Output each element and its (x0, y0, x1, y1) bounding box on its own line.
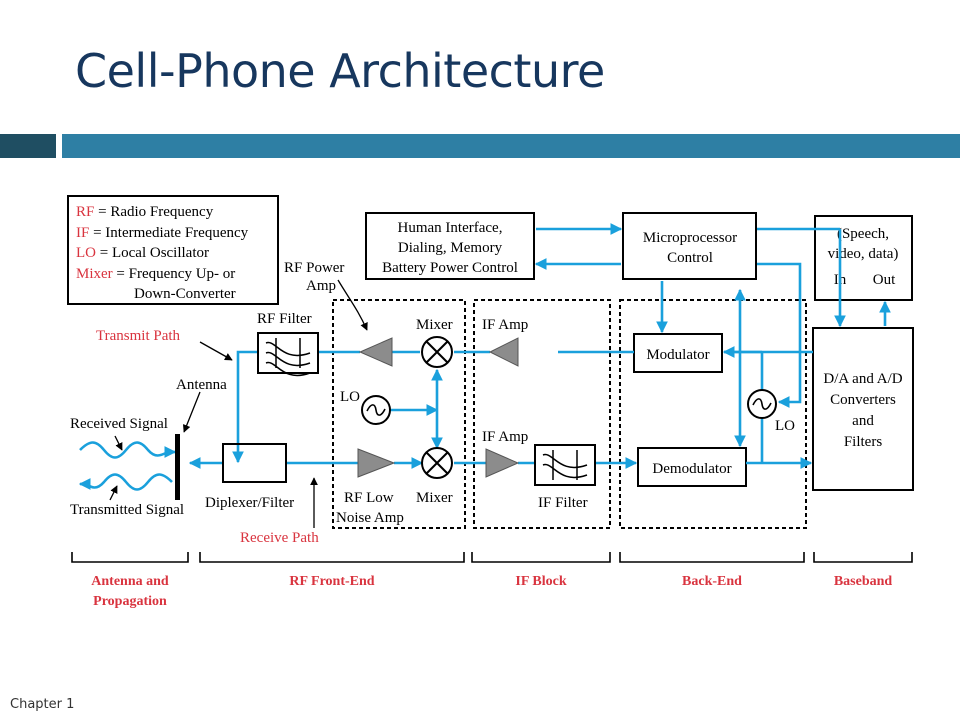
rf-low-noise-amp-label: RF Low (344, 490, 394, 506)
legend-box: RF = Radio Frequency IF = Intermediate F… (67, 195, 279, 305)
section-rf-front-end-label: RF Front-End (289, 574, 374, 589)
section-if-block-label: IF Block (515, 574, 566, 589)
mixer-tx-icon (421, 336, 453, 368)
if-amp-top-label: IF Amp (482, 317, 528, 333)
section-frames (332, 299, 807, 529)
received-signal-label: Received Signal (70, 416, 168, 432)
converters-block: D/A and A/D Converters and Filters (812, 327, 914, 491)
if-block-frame (473, 299, 611, 529)
svg-text:Control: Control (667, 250, 713, 266)
antenna-pointer (182, 391, 201, 433)
section-brackets (71, 552, 913, 563)
transmitted-signal-wave (85, 473, 173, 491)
lo-right-label: LO (775, 418, 795, 434)
svg-text:Human Interface,: Human Interface, (398, 220, 503, 236)
svg-text:Microprocessor: Microprocessor (643, 230, 737, 246)
rf-power-amp-label: RF Power (284, 260, 344, 276)
rf-low-noise-amp-label-2: Noise Amp (336, 510, 404, 526)
if-filter-label: IF Filter (538, 495, 588, 511)
rf-power-amp-pointer (337, 279, 368, 331)
slide-title: Cell-Phone Architecture (75, 44, 605, 98)
header-bar (62, 134, 960, 158)
lo-left-label: LO (340, 389, 360, 405)
antenna-bar (175, 434, 180, 500)
section-baseband-label: Baseband (834, 574, 893, 589)
human-interface-block: Human Interface, Dialing, Memory Battery… (365, 212, 535, 280)
receive-path-label: Receive Path (240, 530, 319, 546)
legend-row-continuation: Down-Converter (134, 286, 236, 302)
rf-power-amp-label-2: Amp (306, 278, 336, 294)
legend-row-lo: LO = Local Oscillator (76, 245, 209, 261)
received-signal-pointer (114, 435, 123, 451)
antenna-label: Antenna (176, 377, 227, 393)
section-back-end-label: Back-End (682, 574, 742, 589)
transmit-path-label: Transmit Path (96, 328, 181, 344)
local-oscillator-left-icon (361, 395, 391, 425)
if-amp-rx-icon (485, 448, 520, 478)
svg-text:Out: Out (873, 272, 896, 288)
svg-text:Modulator: Modulator (646, 347, 709, 363)
svg-text:Converters: Converters (830, 392, 896, 408)
legend-row-rf: RF = Radio Frequency (76, 204, 214, 220)
transmit-path-pointer (199, 341, 233, 361)
if-amp-bottom-label: IF Amp (482, 429, 528, 445)
slide-footer: Chapter 1 (10, 697, 75, 712)
received-signal-wave (79, 441, 169, 459)
svg-text:Demodulator: Demodulator (652, 461, 731, 477)
svg-text:D/A and A/D: D/A and A/D (823, 371, 902, 387)
if-filter-block (534, 444, 596, 486)
header-bar-accent (0, 134, 56, 158)
mixer-top-label: Mixer (416, 317, 453, 333)
if-amp-tx-icon (488, 337, 519, 367)
rf-power-amp-icon (358, 337, 393, 367)
svg-text:Dialing, Memory: Dialing, Memory (398, 240, 503, 256)
mixer-rx-icon (421, 447, 453, 479)
demodulator-block: Demodulator (637, 447, 747, 487)
diplexer-block (222, 443, 287, 483)
transmitted-signal-pointer (109, 485, 118, 501)
microprocessor-block: Microprocessor Control (622, 212, 757, 280)
diplexer-label: Diplexer/Filter (205, 495, 294, 511)
back-end-frame (619, 299, 807, 529)
rf-filter-label: RF Filter (257, 311, 312, 327)
legend-row-mixer: Mixer = Frequency Up- or (76, 266, 235, 282)
svg-text:(Speech,: (Speech, (837, 226, 889, 242)
svg-text:video, data): video, data) (828, 246, 899, 262)
svg-text:and: and (852, 413, 874, 429)
modulator-block: Modulator (633, 333, 723, 373)
local-oscillator-right-icon (747, 389, 777, 419)
legend-row-if: IF = Intermediate Frequency (76, 225, 249, 241)
transmitted-signal-label: Transmitted Signal (70, 502, 184, 518)
section-antenna-label: Antenna and (91, 574, 169, 589)
signal-lines (78, 223, 891, 491)
rf-low-noise-amp-icon (357, 448, 396, 478)
rf-filter-block (257, 332, 319, 377)
section-antenna-label-2: Propagation (93, 594, 167, 609)
svg-text:Filters: Filters (844, 434, 882, 450)
svg-text:Battery Power Control: Battery Power Control (382, 260, 518, 276)
rf-front-end-frame (332, 299, 466, 529)
mixer-bottom-label: Mixer (416, 490, 453, 506)
